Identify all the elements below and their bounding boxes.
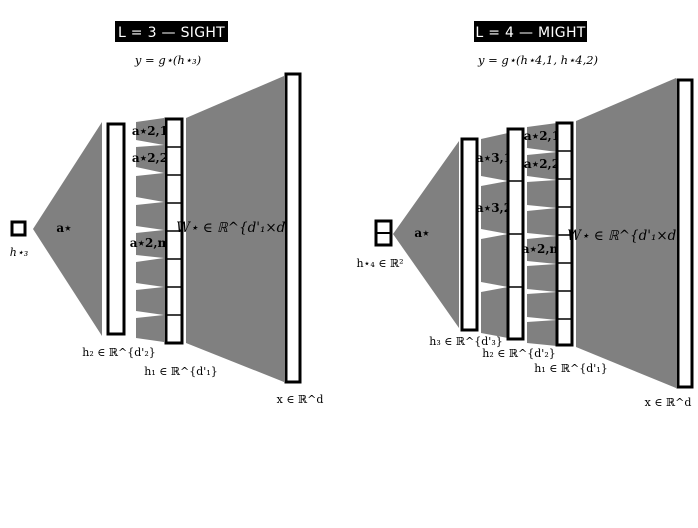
- sub-function-a31: [481, 133, 508, 181]
- sub-function-a2m: [527, 236, 557, 264]
- sub-function-a21: [527, 123, 557, 152]
- sub-function-block: [136, 173, 164, 202]
- sub-function-block: [527, 264, 557, 292]
- h2-label: h₂ ∈ ℝ^{d'₂}: [82, 346, 155, 359]
- sub-function-a22: [527, 152, 557, 180]
- sub-label-a22: a⋆2,2: [132, 151, 168, 165]
- sub-label-a22: a⋆2,2: [524, 157, 560, 171]
- sub-function-block: [527, 320, 557, 346]
- sub-label-a31: a⋆3,1: [476, 151, 512, 165]
- h2-label: h₂ ∈ ℝ^{d'₂}: [482, 347, 555, 360]
- sub-function-a2m: [136, 230, 164, 258]
- sub-function-a32: [481, 181, 508, 234]
- input-x-bar: [676, 78, 694, 389]
- sub-label-a21: a⋆2,1: [132, 124, 168, 138]
- sub-function-block: [527, 208, 557, 236]
- sub-label-a32: a⋆3,2: [476, 201, 512, 215]
- input-node-h3: [10, 220, 27, 237]
- panel-title: L = 3 — SIGHT: [118, 25, 225, 41]
- link-function-a-shape: [393, 141, 459, 328]
- sub-function-block: [481, 287, 508, 338]
- panel-sight: L = 3 — SIGHT y = g⋆(h⋆₃) h⋆₃ a⋆ h₂ ∈ ℝ^…: [10, 21, 324, 406]
- h1-label: h₁ ∈ ℝ^{d'₁}: [534, 362, 607, 375]
- h1-label: h₁ ∈ ℝ^{d'₁}: [144, 365, 217, 378]
- sub-function-block: [136, 315, 164, 342]
- input-label: h⋆₄ ∈ ℝ²: [356, 257, 403, 270]
- sub-function-block: [527, 180, 557, 208]
- h3-label: h₃ ∈ ℝ^{d'₃}: [429, 335, 502, 348]
- sub-function-block: [136, 258, 164, 287]
- sub-function-a22: [136, 145, 164, 173]
- sub-function-a21: [136, 118, 164, 145]
- h1-segment-dividers: [557, 150, 572, 320]
- panel-title-background: [474, 21, 587, 42]
- sub-function-block: [527, 292, 557, 320]
- output-equation: y = g⋆(h⋆₃): [134, 53, 201, 67]
- w-label: W⋆ ∈ ℝ^{d'₁×d}: [176, 220, 294, 236]
- panel-title: L = 4 — MIGHT: [475, 25, 585, 41]
- panel-might: L = 4 — MIGHT y = g⋆(h⋆4,1, h⋆4,2) h⋆₄ ∈…: [356, 21, 694, 409]
- sub-label-a21: a⋆2,1: [524, 129, 560, 143]
- x-label: x ∈ ℝ^d: [645, 396, 692, 409]
- h1-segment-dividers: [166, 146, 182, 316]
- weight-matrix-shape: [186, 76, 284, 382]
- link-function-a-shape: [33, 122, 102, 336]
- panel-title-background: [115, 21, 228, 42]
- w-label: W⋆ ∈ ℝ^{d'₁×d}: [567, 228, 685, 244]
- weight-matrix-shape: [576, 78, 676, 388]
- h2-segment-dividers: [508, 180, 523, 288]
- sub-label-a2m: a⋆2,m: [522, 242, 563, 256]
- layer-h2-bar: [106, 122, 126, 336]
- output-equation: y = g⋆(h⋆4,1, h⋆4,2): [477, 53, 598, 67]
- input-x-bar: [284, 72, 302, 384]
- sub-function-block: [481, 234, 508, 287]
- a-label: a⋆: [414, 226, 429, 240]
- layer-h3-bar: [460, 137, 479, 332]
- input-label: h⋆₃: [10, 246, 28, 259]
- sub-label-a2m: a⋆2,m: [130, 236, 171, 250]
- a-label: a⋆: [56, 221, 71, 235]
- x-label: x ∈ ℝ^d: [277, 393, 324, 406]
- sub-function-block: [136, 202, 164, 230]
- sub-function-block: [136, 287, 164, 315]
